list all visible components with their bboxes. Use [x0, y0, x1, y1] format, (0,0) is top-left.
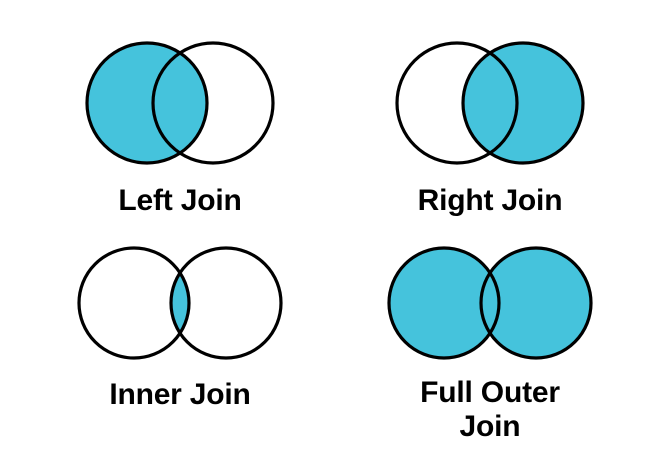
venn-diagram-inner-join	[77, 246, 283, 360]
panel-label-right-join: Right Join	[417, 184, 563, 217]
venn-diagram-full-outer-join	[387, 246, 593, 360]
venn-right-circle-outline	[169, 246, 283, 360]
venn-right-circle-outline	[479, 246, 593, 360]
venn-diagram-left-join	[85, 41, 275, 165]
venn-left-circle-outline	[85, 41, 209, 165]
venn-right-circle-outline	[151, 41, 275, 165]
panel-label-full-outer-join: Full Outer Join	[420, 376, 560, 443]
venn-left-circle-outline	[387, 246, 501, 360]
panel-label-inner-join: Inner Join	[109, 378, 251, 411]
venn-left-circle-outline	[77, 246, 191, 360]
panel-left-join: Left Join	[40, 38, 320, 218]
venn-left-circle-fill	[87, 43, 207, 163]
venn-right-circle-outline	[461, 41, 585, 165]
venn-left-circle-fill	[389, 248, 499, 358]
panel-right-join: Right Join	[350, 38, 630, 218]
venn-right-circle-fill	[481, 248, 591, 358]
panel-label-left-join: Left Join	[118, 184, 242, 217]
panel-full-outer-join: Full Outer Join	[350, 244, 630, 443]
venn-right-circle-fill	[463, 43, 583, 163]
venn-diagram-right-join	[395, 41, 585, 165]
panel-inner-join: Inner Join	[40, 244, 320, 412]
venn-left-circle-outline	[395, 41, 519, 165]
